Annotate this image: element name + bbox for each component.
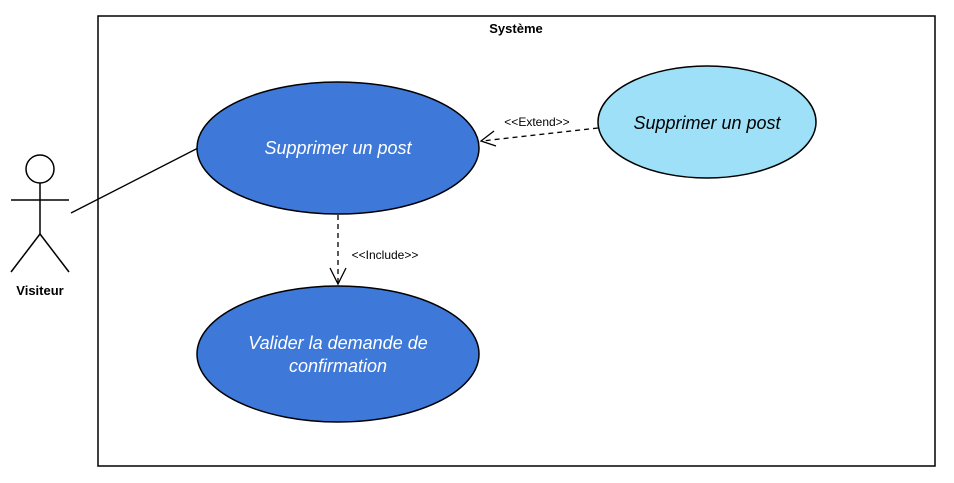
use-case-supprimer-un-post-extension[interactable]: Supprimer un post <box>597 65 817 179</box>
actor-right-leg <box>39 233 70 273</box>
use-case-ellipse <box>196 81 480 215</box>
use-case-label-line1: Valider la demande de <box>248 333 427 353</box>
use-case-label: Supprimer un post <box>264 138 412 158</box>
use-case-label-line2: confirmation <box>289 356 387 376</box>
extend-line <box>481 127 599 142</box>
actor-head <box>25 154 55 184</box>
actor-visiteur[interactable]: Visiteur <box>10 154 70 298</box>
use-case-valider-la-demande[interactable]: Valider la demande de confirmation <box>196 285 480 423</box>
system-title: Système <box>489 21 542 36</box>
extend-arrowhead <box>479 130 497 147</box>
use-case-label: Supprimer un post <box>633 113 781 133</box>
system-boundary <box>97 15 936 467</box>
actor-left-leg <box>10 233 41 273</box>
use-case-ellipse <box>196 285 480 423</box>
use-case-ellipse <box>597 65 817 179</box>
include-label: <<Include>> <box>352 248 419 262</box>
extend-label: <<Extend>> <box>504 115 569 129</box>
association-line <box>70 146 201 214</box>
include-arrowhead <box>329 267 347 286</box>
use-case-supprimer-un-post[interactable]: Supprimer un post <box>196 81 480 215</box>
actor-label: Visiteur <box>16 283 63 298</box>
